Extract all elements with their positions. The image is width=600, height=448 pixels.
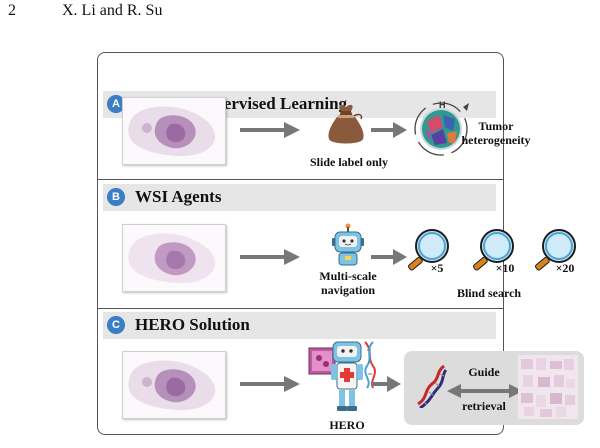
- tumor-label: Tumor: [478, 119, 514, 133]
- heterogeneity-h-label: H: [439, 100, 446, 110]
- slide-label-only-caption: Slide label only: [309, 155, 389, 169]
- arrow-a2: [371, 122, 407, 138]
- slide-thumbnail-c: [122, 351, 226, 419]
- guide-label: Guide: [468, 365, 500, 379]
- magnifier-icon-1: [408, 229, 449, 271]
- zoom-level-10: ×10: [495, 261, 515, 275]
- retrieval-label: retrieval: [462, 399, 506, 413]
- panel-a-badge: A: [107, 95, 125, 113]
- panel-b-header: B WSI Agents: [103, 184, 496, 211]
- arrow-a1: [240, 122, 300, 138]
- multi-scale-label: Multi-scale: [319, 269, 377, 283]
- arrow-b1: [240, 249, 300, 265]
- zoom-level-20: ×20: [555, 261, 575, 275]
- panel-c-badge: C: [107, 316, 125, 334]
- zoom-level-5: ×5: [430, 261, 444, 275]
- magnifier-icon-3: [535, 229, 576, 271]
- running-head-authors: X. Li and R. Su: [62, 2, 163, 19]
- hero-label: HERO: [329, 418, 365, 432]
- panel-divider-ab: [98, 179, 503, 181]
- hero-robot-icon: [308, 341, 376, 411]
- bag-icon: [328, 104, 364, 144]
- panel-c-title: HERO Solution: [135, 315, 250, 334]
- arrow-c2: [371, 376, 401, 392]
- double-arrow-icon: [447, 384, 523, 398]
- figure-frame: A Weakly-Supervised Learning Slide label…: [97, 52, 584, 435]
- retrieved-patches-image: [518, 355, 578, 419]
- tissue-image-b: [128, 233, 216, 283]
- heterogeneity-icon: H: [414, 100, 469, 156]
- robot-icon: [332, 223, 364, 266]
- tissue-image-a: [128, 106, 216, 156]
- panel-b-badge: B: [107, 188, 125, 206]
- page-number: 2: [8, 2, 16, 19]
- arrow-c1: [240, 376, 300, 392]
- tissue-image-c: [128, 360, 216, 410]
- magnifier-icon-2: [473, 229, 514, 271]
- panel-divider-bc: [98, 308, 503, 310]
- panel-b-title: WSI Agents: [135, 187, 222, 206]
- navigation-label: navigation: [320, 283, 375, 297]
- dna-icon: [417, 364, 448, 408]
- panel-c-header: C HERO Solution: [103, 312, 496, 339]
- arrow-b2: [371, 249, 407, 265]
- slide-thumbnail-b: [122, 224, 226, 292]
- heterogeneity-label: heterogeneity: [461, 133, 531, 147]
- blind-search-label: Blind search: [456, 286, 522, 300]
- slide-thumbnail-a: [122, 97, 226, 165]
